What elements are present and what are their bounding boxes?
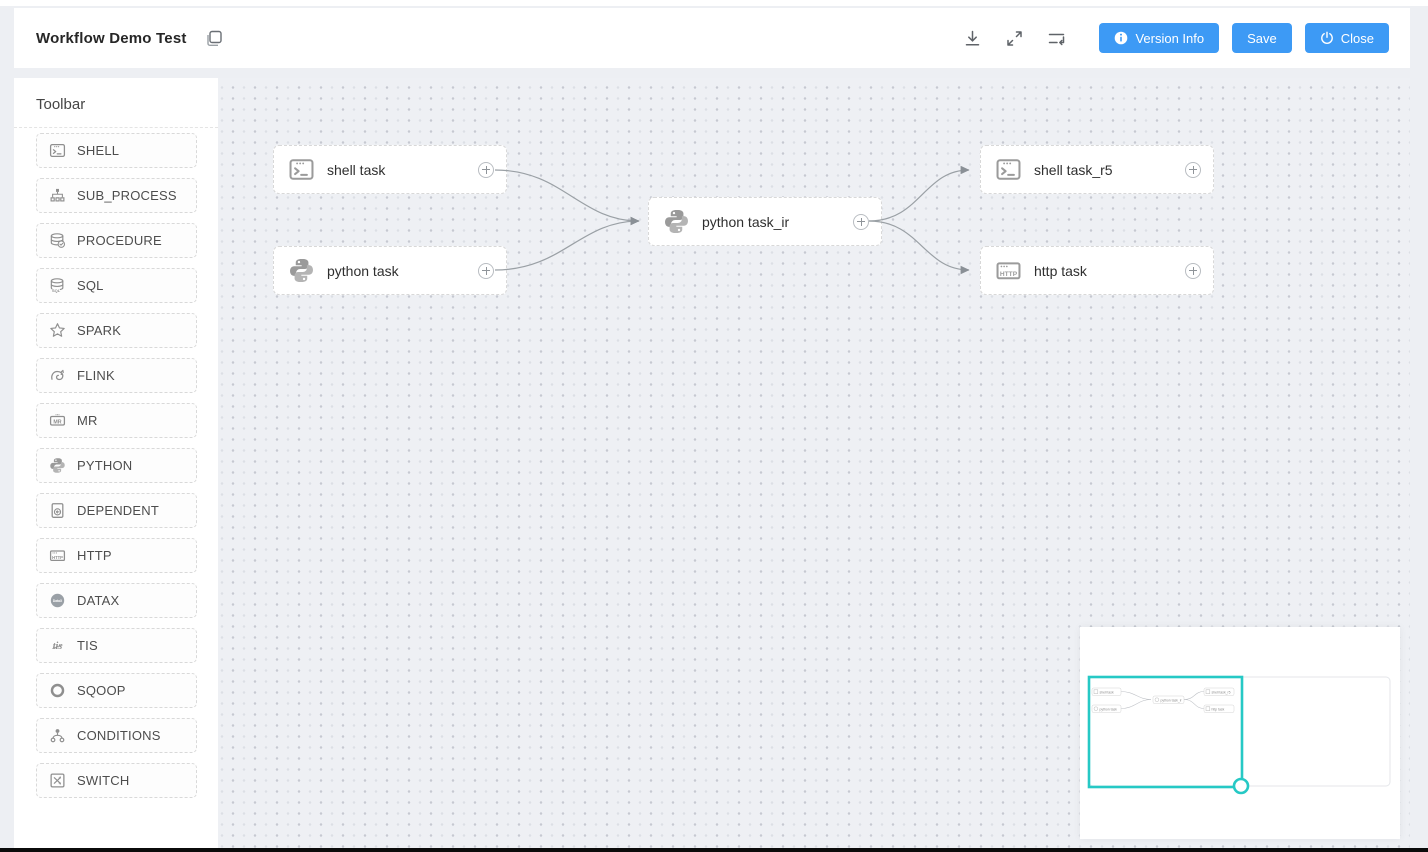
datax-icon (49, 592, 66, 609)
download-icon[interactable] (959, 25, 985, 51)
toolbar-title: Toolbar (36, 96, 86, 113)
flink-icon (49, 367, 66, 384)
version-info-button[interactable]: Version Info (1099, 23, 1220, 53)
close-button[interactable]: Close (1304, 23, 1389, 53)
header-actions: Version Info Save Close (943, 23, 1389, 53)
minimap-edges (1120, 691, 1205, 709)
edge-python-ir-to-shell-r5 (868, 165, 970, 222)
tool-item-procedure[interactable]: PROCEDURE (36, 223, 197, 258)
procedure-icon (49, 232, 66, 249)
minimap-graphic: shell task python task python task_ir sh… (1087, 675, 1391, 795)
python-icon (288, 257, 315, 284)
node-python-task[interactable]: python task (273, 246, 507, 295)
sub-process-icon (49, 187, 66, 204)
shell-icon (49, 142, 66, 159)
edge-python-ir-to-http (868, 220, 970, 275)
minimap-resize-handle[interactable] (1232, 777, 1250, 795)
minimap-nodes: shell task python task python task_ir sh… (1091, 687, 1235, 713)
svg-text:python task_ir: python task_ir (1161, 698, 1183, 702)
tool-item-datax[interactable]: DATAX (36, 583, 197, 618)
fullscreen-icon[interactable] (1001, 25, 1027, 51)
connector-plus-icon[interactable] (1185, 161, 1201, 178)
format-layout-icon[interactable] (1043, 25, 1069, 51)
conditions-icon (49, 727, 66, 744)
connector-plus-icon[interactable] (1185, 262, 1201, 279)
dependent-icon (49, 502, 66, 519)
python-icon (49, 457, 66, 474)
switch-icon (49, 772, 66, 789)
svg-text:shell task_r5: shell task_r5 (1212, 690, 1231, 694)
header-bar: Workflow Demo Test (14, 8, 1410, 68)
http-icon (49, 547, 66, 564)
tool-item-tis[interactable]: TIS (36, 628, 197, 663)
svg-text:shell task: shell task (1100, 690, 1114, 694)
http-icon (995, 257, 1022, 284)
sqoop-icon (49, 682, 66, 699)
sql-icon (49, 277, 66, 294)
node-shell-task-r5[interactable]: shell task_r5 (980, 145, 1214, 194)
python-icon (663, 208, 690, 235)
tool-item-sub-process[interactable]: SUB_PROCESS (36, 178, 197, 213)
tool-item-flink[interactable]: FLINK (36, 358, 197, 393)
workflow-title: Workflow Demo Test (36, 29, 187, 47)
svg-text:http task: http task (1212, 707, 1225, 711)
toolbar-divider (14, 127, 218, 128)
tool-item-http[interactable]: HTTP (36, 538, 197, 573)
shell-icon (288, 156, 315, 183)
toolbar-sidebar: Toolbar SHELL SUB_PROCESS PROCEDURE SQL … (14, 78, 218, 848)
connector-plus-icon[interactable] (478, 161, 494, 178)
tis-icon (49, 637, 66, 654)
node-python-task-ir[interactable]: python task_ir (648, 197, 882, 246)
tool-item-conditions[interactable]: CONDITIONS (36, 718, 197, 753)
power-icon (1320, 31, 1333, 44)
shell-icon (995, 156, 1022, 183)
edge-python-to-python-ir (494, 216, 640, 271)
spark-icon (49, 322, 66, 339)
tool-item-sql[interactable]: SQL (36, 268, 197, 303)
dag-canvas[interactable]: shell task python task python task_ir sh… (218, 78, 1410, 848)
tool-item-switch[interactable]: SWITCH (36, 763, 197, 798)
copy-icon[interactable] (205, 29, 224, 48)
minimap-viewport[interactable] (1087, 675, 1244, 789)
tool-item-dependent[interactable]: DEPENDENT (36, 493, 197, 528)
bottom-edge-bar (0, 848, 1428, 852)
top-strip (0, 0, 1428, 6)
info-icon (1115, 31, 1128, 45)
mr-icon (49, 412, 66, 429)
connector-plus-icon[interactable] (853, 213, 869, 230)
svg-text:python task: python task (1100, 707, 1118, 711)
save-button[interactable]: Save (1232, 23, 1292, 53)
tool-item-sqoop[interactable]: SQOOP (36, 673, 197, 708)
node-shell-task[interactable]: shell task (273, 145, 507, 194)
minimap[interactable]: shell task python task python task_ir sh… (1080, 627, 1400, 839)
tool-item-spark[interactable]: SPARK (36, 313, 197, 348)
tool-item-mr[interactable]: MR (36, 403, 197, 438)
connector-plus-icon[interactable] (478, 262, 494, 279)
minimap-graph-bounds (1088, 676, 1391, 787)
tool-item-python[interactable]: PYTHON (36, 448, 197, 483)
edge-shell-to-python-ir (494, 169, 640, 226)
tool-item-shell[interactable]: SHELL (36, 133, 197, 168)
node-http-task[interactable]: http task (980, 246, 1214, 295)
